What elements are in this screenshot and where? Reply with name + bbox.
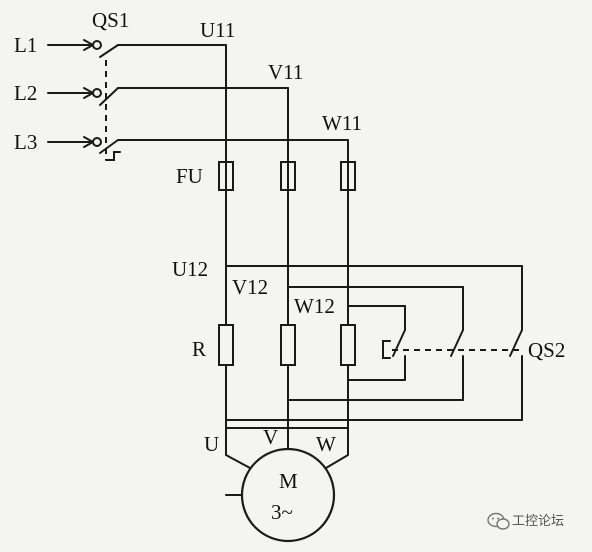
label-w12: W12 [294,294,335,318]
label-l1: L1 [14,33,37,57]
qs2-switch [382,329,523,421]
label-w11: W11 [322,111,362,135]
label-qs1: QS1 [92,8,129,32]
resistor-r-v [280,324,296,366]
bypass-wiring [225,265,523,331]
wechat-icon [487,512,510,530]
fuse-fu-u [218,161,234,191]
label-motor-phase: 3~ [271,500,293,524]
label-r: R [192,337,206,361]
qs1-switch [99,44,349,161]
label-v12: V12 [232,275,268,299]
motor [225,447,336,543]
label-u12: U12 [172,257,208,281]
fuse-fu-w [340,161,356,191]
fuse-fu-v [280,161,296,191]
label-u11: U11 [200,18,235,42]
input-line-l1 [47,39,102,51]
label-w: W [316,432,336,456]
label-l2: L2 [14,81,37,105]
resistor-r-w [340,324,356,366]
label-v11: V11 [268,60,303,84]
label-motor-m: M [279,469,298,493]
bypass-return-wiring [225,379,523,421]
input-line-l2 [47,87,102,99]
input-line-l3 [47,136,102,148]
resistor-r-u [218,324,234,366]
label-qs2: QS2 [528,338,565,362]
label-v: V [263,425,278,449]
label-u: U [204,432,219,456]
label-fu: FU [176,164,203,188]
label-l3: L3 [14,130,37,154]
watermark-text: 工控论坛 [512,514,564,529]
